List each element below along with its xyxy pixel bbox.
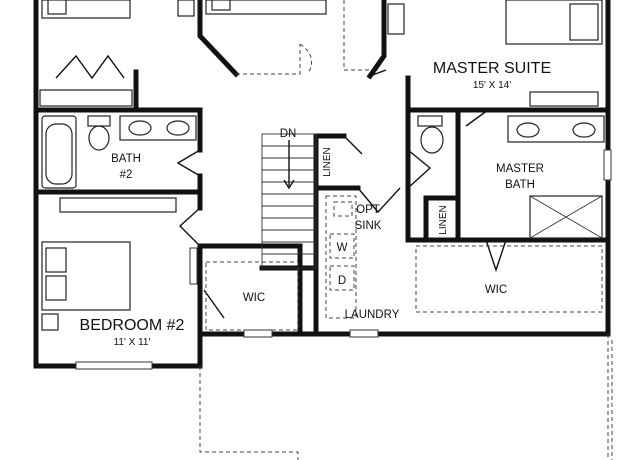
laundry-label: LAUNDRY bbox=[345, 309, 400, 321]
master-suite-size: 15' X 14' bbox=[473, 80, 511, 91]
linen-bath-label: LINEN bbox=[438, 205, 449, 234]
doors bbox=[55, 43, 507, 319]
bath2-label-line2: #2 bbox=[120, 169, 133, 181]
bath2-fixtures bbox=[41, 115, 197, 189]
master-bath-fixtures bbox=[417, 115, 605, 239]
wic-left-label: WIC bbox=[243, 292, 265, 304]
linen-hall-label: LINEN bbox=[322, 147, 333, 176]
exterior-walls bbox=[33, 0, 611, 369]
stairs-dn-label: DN bbox=[280, 128, 297, 140]
bath2-label-line1: BATH bbox=[111, 153, 141, 165]
master-suite-furniture bbox=[387, 0, 603, 107]
washer-dryer bbox=[329, 201, 355, 291]
staircase bbox=[261, 133, 317, 269]
opt-sink-label-line1: OPT bbox=[356, 204, 380, 216]
wic-right-label: WIC bbox=[485, 284, 507, 296]
top-partial-furniture bbox=[39, 0, 327, 107]
master-bath-label-line2: BATH bbox=[505, 179, 535, 191]
bedroom2-label: BEDROOM #2 bbox=[80, 317, 185, 334]
opt-sink-label-line2: SINK bbox=[355, 220, 382, 232]
windows bbox=[75, 149, 612, 370]
bedroom2-size: 11' X 11' bbox=[114, 337, 151, 348]
dryer-label: D bbox=[338, 275, 346, 287]
master-suite-label: MASTER SUITE bbox=[433, 60, 551, 77]
master-bath-label-line1: MASTER bbox=[496, 163, 544, 175]
bedroom2-furniture bbox=[41, 197, 177, 331]
washer-label: W bbox=[337, 242, 348, 254]
